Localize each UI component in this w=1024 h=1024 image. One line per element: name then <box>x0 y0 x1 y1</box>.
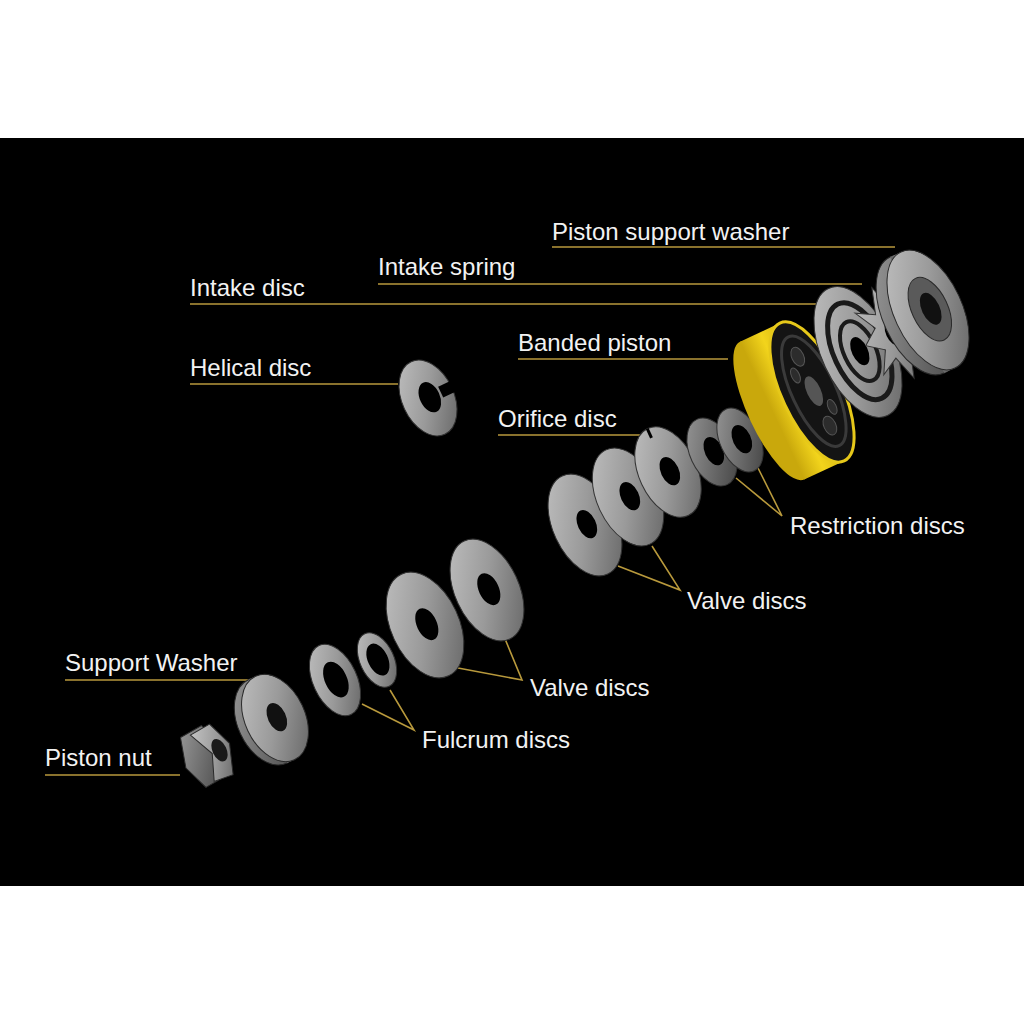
nut-hole <box>208 736 231 764</box>
leader-line <box>362 690 414 730</box>
disc-hole <box>572 507 601 542</box>
disc-hole <box>615 479 644 514</box>
part-label: Piston support washer <box>552 218 789 246</box>
part-label: Valve discs <box>530 674 650 702</box>
leader-line <box>736 468 782 516</box>
leader-line <box>190 303 822 305</box>
part-label: Intake spring <box>378 253 515 281</box>
leader-line <box>618 546 680 590</box>
piston-port <box>788 345 807 368</box>
leader-line <box>498 434 648 436</box>
part-label: Banded piston <box>518 329 671 357</box>
leader-line <box>518 358 728 360</box>
leader-line <box>552 246 895 248</box>
washer-hole <box>915 290 946 328</box>
piston-port <box>825 398 839 416</box>
part-label: Fulcrum discs <box>422 726 570 754</box>
leader-line <box>190 383 398 385</box>
leader-line <box>378 283 862 285</box>
helical-disc <box>388 351 469 445</box>
washer-step <box>899 271 960 348</box>
black-panel <box>0 138 1024 886</box>
part-label: Piston nut <box>45 744 152 772</box>
disc-hole <box>473 570 505 609</box>
piston-support-washer <box>870 238 986 383</box>
piston-bore <box>801 374 827 409</box>
leader-line <box>65 679 250 681</box>
piston-nut <box>190 720 243 784</box>
washer-hole <box>262 700 291 735</box>
leader-line <box>458 634 522 680</box>
disc-hole <box>411 605 443 644</box>
part-label: Restriction discs <box>790 512 965 540</box>
piston-port <box>820 414 839 437</box>
part-label: Helical disc <box>190 354 311 382</box>
disc-hole <box>727 422 756 457</box>
piston-port <box>788 367 802 385</box>
part-label: Intake disc <box>190 274 305 302</box>
helical-slot <box>438 381 456 398</box>
part-label: Orifice disc <box>498 405 617 433</box>
disc-hole <box>414 378 446 415</box>
leader-line <box>45 774 180 776</box>
part-label: Valve discs <box>687 587 807 615</box>
support-washer <box>228 664 321 773</box>
orifice-slot <box>646 428 653 438</box>
part-label: Support Washer <box>65 649 238 677</box>
disc-hole <box>362 640 394 679</box>
disc-hole <box>655 454 684 489</box>
disc-hole <box>318 658 354 702</box>
valve-disc <box>435 528 539 653</box>
